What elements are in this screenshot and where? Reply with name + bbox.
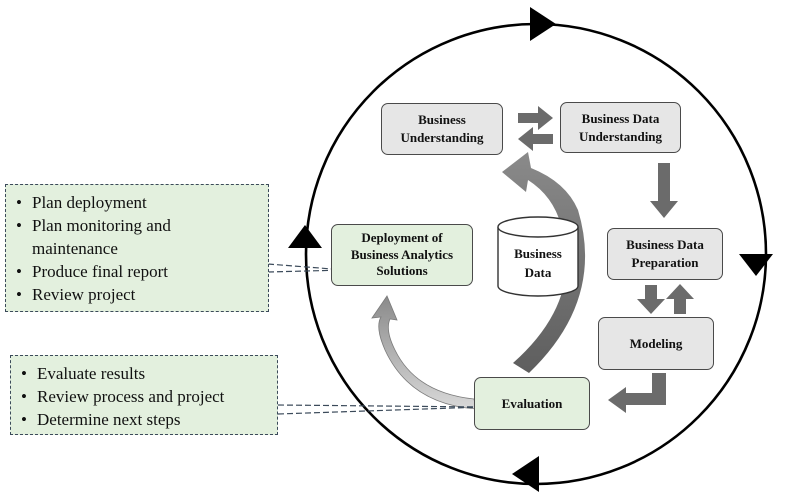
cycle-arrowhead-bottom [512,456,539,492]
arrow-modeling-to-preparation [666,284,694,314]
cycle-arrowhead-left [288,225,322,248]
node-data-preparation: Business Data Preparation [607,228,723,280]
node-evaluation-label: Evaluation [501,395,563,411]
node-modeling-label: Modeling [629,335,683,351]
data-store-cylinder [497,216,579,297]
iteration-arrow [502,152,586,373]
evaluation-leader-1 [277,404,484,408]
data-store-label: Business Data [514,246,562,280]
evaluation-note-item: •Determine next steps [21,410,181,429]
deployment-note-item: •Produce final report [16,262,168,281]
deploy-arrow [371,295,477,410]
evaluation-leader-2 [277,406,484,415]
deployment-note-item: •Plan monitoring and [16,216,171,235]
node-business-understanding-label: Business Understanding [400,112,484,145]
node-data-preparation-label: Business Data Preparation [626,237,704,270]
arrow-data-to-understanding [518,127,553,151]
arrow-understanding-to-data [518,106,553,130]
evaluation-note-item: •Evaluate results [21,364,146,383]
node-data-understanding-label: Business Data Understanding [578,110,663,144]
deployment-note-item: •Review project [16,285,136,304]
deployment-notes: •Plan deployment •Plan monitoring and ma… [5,184,269,312]
node-deployment: Deployment of Business Analytics Solutio… [331,224,473,286]
cycle-arrowhead-top [530,7,556,41]
node-evaluation: Evaluation [474,377,590,430]
node-deployment-label: Deployment of Business Analytics Solutio… [350,229,454,279]
node-data-understanding: Business Data Understanding [560,102,681,153]
deployment-note-item: •Plan deployment [16,193,147,212]
cycle-arrowhead-right [739,254,773,276]
arrow-preparation-to-modeling [637,285,665,314]
arrow-data-to-preparation [650,163,678,218]
deployment-note-item-continued: maintenance [32,239,118,258]
node-business-understanding: Business Understanding [381,103,503,155]
evaluation-notes: •Evaluate results •Review process and pr… [10,355,278,435]
evaluation-note-item: •Review process and project [21,387,225,406]
arrow-modeling-to-evaluation [608,373,666,413]
node-modeling: Modeling [598,317,714,370]
